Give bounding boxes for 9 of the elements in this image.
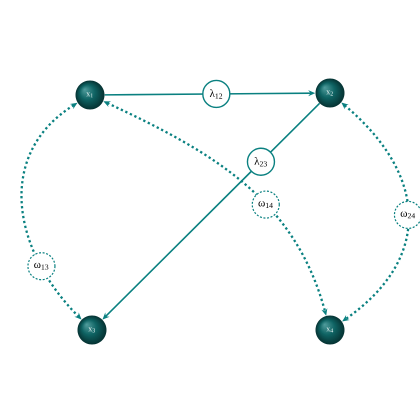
node-label: x$_{3}$ — [88, 328, 96, 332]
node-label: x$_{2}$ — [326, 90, 333, 96]
edge-label: ω$_{24}$ — [394, 200, 420, 229]
edge-label: λ$_{12}$ — [202, 80, 231, 108]
edge-label: λ$_{23}$ — [246, 148, 276, 176]
node-label: x$_{4}$ — [326, 328, 334, 332]
edge-label: ω$_{13}$ — [27, 252, 56, 280]
edge-label: ω$_{14}$ — [252, 190, 280, 219]
node-label: x$_{1}$ — [86, 92, 93, 98]
